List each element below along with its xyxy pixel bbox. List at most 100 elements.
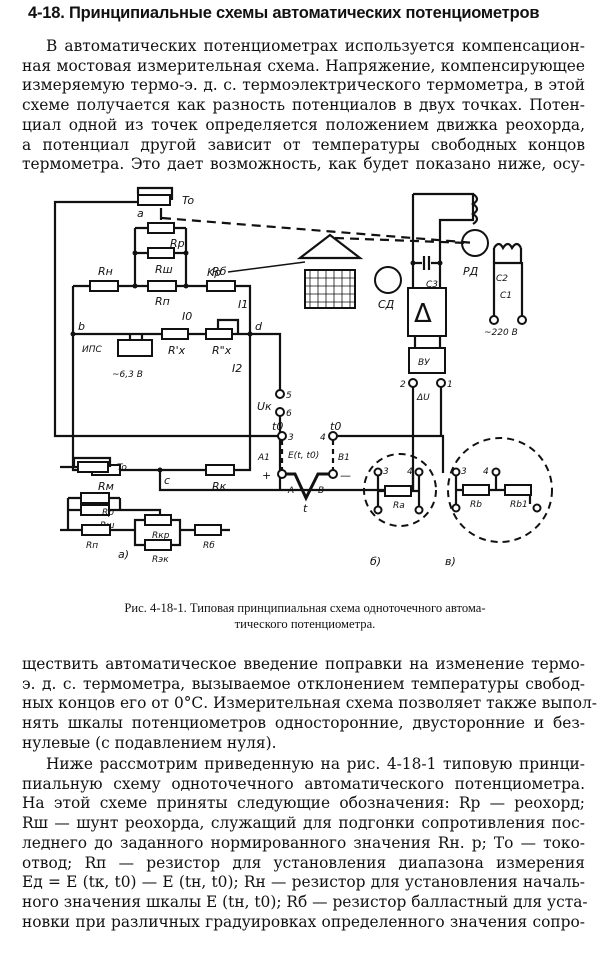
text-line: а потенциал другой зависит от температур…: [22, 135, 585, 154]
label-c3: C3: [426, 280, 438, 290]
label-emf: E(t, t0): [288, 451, 319, 461]
synchronous-motor-sd: [374, 266, 402, 294]
label-mains: ~220 В: [484, 328, 518, 338]
text-line: Ниже рассмотрим приведенную на рис. 4-18…: [46, 755, 585, 773]
label-sub-a-rek: Rэк: [152, 555, 169, 565]
label-b: b: [78, 320, 85, 333]
label-a1: A1: [257, 453, 270, 463]
label-rp: Rр: [170, 237, 185, 250]
label-sub-a-to: To: [117, 463, 127, 473]
text-line: пиальную схему одноточечного автоматичес…: [22, 774, 585, 793]
label-sub-v-3: 3: [461, 467, 467, 477]
resistor-rp: [147, 222, 175, 234]
text-line: измеряемую термо-э. д. с. термоэлектриче…: [22, 76, 585, 95]
text-line: отвод; Rп — резистор для установления ди…: [22, 853, 585, 872]
label-sub-b: б): [370, 555, 381, 568]
label-a-wire: A: [287, 486, 294, 496]
label-sub-v-rb1: Rb1: [510, 500, 528, 510]
text-line: нять шкалы потенциометров односторонние,…: [22, 714, 585, 733]
label-minus: —: [340, 469, 351, 482]
paragraph-notation: Ниже рассмотрим приведенную на рис. 4-18…: [22, 755, 588, 932]
text-line: В автоматических потенциометрах использу…: [46, 37, 585, 55]
mechanical-link: [161, 216, 476, 245]
amplifier: [407, 287, 447, 337]
label-kp: Kр: [207, 266, 221, 279]
label-sd: СД: [378, 298, 395, 311]
label-c1: C1: [500, 291, 512, 301]
label-to: To: [182, 194, 194, 207]
wire-outer-left: [53, 200, 278, 438]
label-rd: РД: [463, 265, 479, 278]
label-terminal-5: 5: [286, 391, 292, 401]
text-line: леднего до заданного нормированного знач…: [22, 833, 585, 852]
subfigure-b: 3 4 Ra б): [363, 453, 437, 568]
text-line: термометра. Это дает возможность, как бу…: [22, 155, 585, 174]
label-t: t: [303, 502, 308, 515]
label-sub-a-rb: Rб: [203, 541, 215, 551]
label-delta-u: ΔU: [416, 393, 430, 403]
label-sub-a-rp: Rр: [102, 508, 114, 518]
label-sub-a-rn: Rп: [86, 541, 98, 551]
thermocouple: [286, 472, 329, 502]
resistor-rpp: [147, 280, 177, 292]
label-t0-left: t0: [272, 420, 283, 433]
label-sub-b-ra: Ra: [393, 501, 405, 511]
subfigure-a: To Rш Rр Rп Rкр Rэк Rб a): [60, 456, 230, 565]
text-line: ная мостовая измерительная схема. Напряж…: [22, 56, 585, 75]
text-line: Eд = E (tк, t0) — E (tн, t0); Rн — резис…: [22, 873, 585, 892]
text-line: ных концов его от 0°С. Измерительная схе…: [22, 694, 597, 713]
label-ips-voltage: ~6,3 В: [112, 370, 143, 380]
label-rsh: Rш: [155, 263, 173, 276]
label-rm: Rм: [98, 480, 114, 493]
section-heading: 4-18. Принципиальные схемы автоматически…: [28, 4, 540, 22]
resistor-rk: [205, 464, 235, 476]
label-i0: I0: [182, 310, 192, 323]
label-plus: +: [262, 469, 271, 482]
power-supply-ips: [117, 339, 153, 357]
label-b1: B1: [338, 453, 350, 463]
caption-line: Рис. 4-18-1. Типовая принципиальная схем…: [124, 601, 486, 615]
resistor-rb: [206, 280, 236, 292]
resistor-rx1: [161, 328, 189, 340]
label-rpp: Rп: [155, 295, 170, 308]
caption-line: тического потенциометра.: [234, 617, 376, 631]
resistor-rsh: [147, 247, 175, 259]
label-rn: Rн: [98, 265, 113, 278]
label-c: c: [164, 474, 170, 487]
label-sub-b-4: 4: [407, 467, 413, 477]
text-line: нулевые (с подавлением нуля).: [22, 733, 277, 752]
label-sub-a-rkr: Rкр: [152, 531, 170, 541]
label-terminal-6: 6: [286, 409, 292, 419]
paragraph-continuation: ществить автоматическое введение поправк…: [22, 655, 597, 754]
label-vu: ВУ: [418, 358, 430, 368]
resistor-to: [137, 194, 171, 206]
label-terminal-3: 3: [288, 433, 294, 443]
circuit-diagram: To a Rр Rш Rн Rп Rб b d R'x R"x I0 I1 I2…: [53, 186, 553, 568]
label-uk: Uк: [257, 400, 272, 413]
text-line: На этой схеме приняты следующие обозначе…: [22, 794, 585, 813]
label-i2: I2: [232, 362, 242, 375]
label-rx1: R'x: [168, 344, 186, 357]
text-line: ществить автоматическое введение поправк…: [22, 655, 585, 673]
label-i1: I1: [238, 298, 248, 311]
label-terminal-1: 1: [447, 380, 453, 390]
label-sub-v-4: 4: [483, 467, 489, 477]
label-a: a: [137, 207, 144, 220]
input-device-vu: [408, 347, 446, 374]
label-terminal-4: 4: [320, 433, 326, 443]
label-t0-right: t0: [330, 420, 341, 433]
subfigure-v: 3 4 Rb Rb1 в): [445, 437, 553, 568]
text-line: ного значения шкалы E (tн, t0); Rб — рез…: [22, 892, 588, 911]
label-ips: ИПС: [82, 345, 103, 355]
label-rb: Rб: [212, 265, 227, 278]
label-d: d: [255, 320, 263, 333]
label-rx2: R"x: [212, 344, 232, 357]
resistor-rx2: [205, 328, 233, 340]
label-b-wire: B: [318, 486, 324, 496]
label-sub-b-3: 3: [383, 467, 389, 477]
label-sub-v-rb: Rb: [470, 500, 482, 510]
label-sub-v: в): [445, 555, 456, 568]
label-sub-a: a): [118, 548, 129, 561]
resistor-rn: [89, 280, 119, 292]
paragraph-intro: В автоматических потенциометрах использу…: [22, 37, 585, 175]
